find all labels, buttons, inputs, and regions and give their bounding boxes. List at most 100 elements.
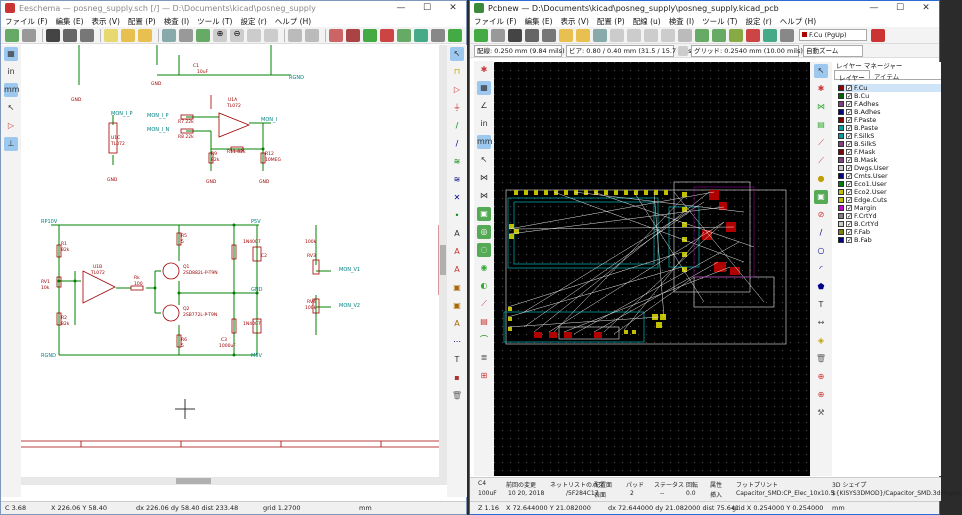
layer-color-swatch[interactable] — [838, 157, 844, 163]
delete-tool-icon[interactable]: 🗑 — [451, 391, 463, 400]
layer-visibility-checkbox[interactable]: ✓ — [846, 141, 853, 148]
via-sketch-icon[interactable]: ◐ — [480, 281, 488, 290]
zoom-dropdown[interactable]: 自動ズーム — [803, 44, 863, 57]
pcb-zoom-in-icon[interactable] — [610, 28, 624, 42]
layer-color-swatch[interactable] — [838, 213, 844, 219]
route-track-icon[interactable]: ⟋ — [818, 138, 824, 147]
layer-visibility-checkbox[interactable]: ✓ — [846, 133, 853, 140]
layer-row[interactable]: ✓B.Mask — [838, 156, 941, 164]
zone-fill-icon[interactable]: ▣ — [477, 207, 491, 221]
inch-units-icon[interactable]: in — [7, 67, 15, 76]
grid-toggle-icon[interactable]: ▦ — [4, 47, 18, 61]
layer-color-swatch[interactable] — [838, 181, 844, 187]
sheet-setup-icon[interactable] — [22, 28, 36, 42]
minimize-button[interactable]: — — [396, 3, 406, 13]
layer-row[interactable]: ✓B.Fab — [838, 236, 941, 244]
add-text-icon[interactable]: T — [454, 355, 460, 364]
pad-sketch-icon[interactable]: ◉ — [480, 263, 488, 272]
redo-icon[interactable] — [138, 28, 152, 42]
add-junction-icon[interactable]: • — [454, 211, 460, 220]
layer-visibility-checkbox[interactable]: ✓ — [846, 149, 853, 156]
pcb-grid-icon[interactable]: ▦ — [477, 81, 491, 95]
pcb-find-icon[interactable] — [593, 28, 607, 42]
layer-row[interactable]: ✓B.Cu — [838, 92, 941, 100]
find-icon[interactable] — [162, 28, 176, 42]
pcb-drc-icon[interactable] — [746, 28, 760, 42]
layer-visibility-checkbox[interactable]: ✓ — [846, 157, 853, 164]
pcbnew-icon[interactable] — [448, 28, 462, 42]
add-wire-icon[interactable]: / — [455, 121, 459, 130]
layer-visibility-checkbox[interactable]: ✓ — [846, 229, 853, 236]
bus-bus-entry-icon[interactable]: ≋ — [453, 175, 461, 184]
hierarchy-icon[interactable] — [288, 28, 302, 42]
microwave-icon[interactable]: ⌒ — [480, 335, 488, 344]
save-icon[interactable] — [46, 28, 60, 42]
layer-row[interactable]: ✓B.SilkS — [838, 140, 941, 148]
layer-color-swatch[interactable] — [838, 85, 844, 91]
zone-hide-icon[interactable]: ◌ — [477, 243, 491, 257]
find-replace-icon[interactable] — [179, 28, 193, 42]
pcb-flip-icon[interactable] — [678, 28, 692, 42]
layer-row[interactable]: ✓F.Paste — [838, 116, 941, 124]
measure-icon[interactable]: ⚒ — [817, 408, 825, 417]
print-icon[interactable] — [63, 28, 77, 42]
layer-select-dropdown[interactable]: F.Cu (PgUp) — [799, 29, 867, 41]
layer-row[interactable]: ✓Edge.Cuts — [838, 196, 941, 204]
pcb-zoom-selection-icon[interactable] — [661, 28, 675, 42]
pcb-menu-place[interactable]: 配置 (P) — [596, 16, 625, 26]
layer-row[interactable]: ✓Eco1.User — [838, 180, 941, 188]
pcb-inch-icon[interactable]: in — [480, 119, 488, 128]
layer-color-swatch[interactable] — [838, 93, 844, 99]
add-circle-icon[interactable]: ○ — [817, 246, 825, 255]
grid-origin-icon[interactable]: ⊕ — [817, 390, 825, 399]
pcb-menu-help[interactable]: ヘルプ (H) — [779, 16, 817, 26]
annotate-icon[interactable] — [363, 28, 377, 42]
pcb-eeschema-icon[interactable] — [763, 28, 777, 42]
tab-layers[interactable]: レイヤー — [834, 70, 870, 82]
pcb-setup-icon[interactable] — [491, 28, 505, 42]
pcb-new-icon[interactable] — [474, 28, 488, 42]
schematic-canvas[interactable]: MON_I_P MON_I_P MON_I_N MON_I MON_V1 MON… — [21, 45, 447, 497]
pcb-menu-tools[interactable]: ツール (T) — [702, 16, 738, 26]
pcb-minimize-button[interactable]: — — [869, 3, 879, 13]
select-tool-icon[interactable]: ↖ — [450, 47, 464, 61]
wire-bus-entry-icon[interactable]: ≋ — [453, 157, 461, 166]
pcb-zoom-fit-icon[interactable] — [644, 28, 658, 42]
symbol-editor-icon[interactable] — [329, 28, 343, 42]
add-keepout-icon[interactable]: ⊘ — [817, 210, 825, 219]
tab-items[interactable]: アイテム — [873, 73, 900, 81]
layer-color-swatch[interactable] — [838, 173, 844, 179]
pcb-menu-preferences[interactable]: 設定 (r) — [745, 16, 772, 26]
pcb-menu-file[interactable]: ファイル (F) — [474, 16, 517, 26]
maximize-button[interactable]: ☐ — [422, 3, 432, 13]
add-dimension-icon[interactable]: ↔ — [817, 318, 825, 327]
add-footprint-icon[interactable]: ▤ — [817, 120, 825, 129]
layer-color-swatch[interactable] — [838, 117, 844, 123]
high-contrast-icon[interactable]: ▤ — [480, 317, 488, 326]
layer-visibility-checkbox[interactable]: ✓ — [846, 197, 853, 204]
layers-manager-icon[interactable]: ≣ — [480, 353, 488, 362]
pcb-save-icon[interactable] — [508, 28, 522, 42]
add-polygon-icon[interactable]: ⬟ — [817, 282, 825, 291]
pcb-menu-view[interactable]: 表示 (V) — [560, 16, 589, 26]
layer-visibility-checkbox[interactable]: ✓ — [846, 117, 853, 124]
via-size-dropdown[interactable]: ビア: 0.80 / 0.40 mm (31.5 / 15.7 mils) * — [566, 44, 699, 57]
add-hier-label-icon[interactable]: A — [454, 265, 460, 274]
add-power-icon[interactable]: ⏚ — [453, 103, 461, 112]
bom-icon[interactable] — [431, 28, 445, 42]
layer-row[interactable]: ✓F.Fab — [838, 228, 941, 236]
mm-units-icon[interactable]: mm — [4, 83, 20, 97]
layer-row[interactable]: ✓Margin — [838, 204, 941, 212]
add-image-icon[interactable]: ▪ — [454, 373, 460, 382]
layer-visibility-checkbox[interactable]: ✓ — [846, 173, 853, 180]
refresh-icon[interactable] — [196, 28, 210, 42]
netlist-icon[interactable] — [397, 28, 411, 42]
layer-visibility-checkbox[interactable]: ✓ — [846, 85, 853, 92]
layer-row[interactable]: ✓F.Mask — [838, 148, 941, 156]
layer-row[interactable]: ✓Eco2.User — [838, 188, 941, 196]
no-connect-icon[interactable]: ✕ — [453, 193, 461, 202]
ratsnest-icon[interactable]: ⋈ — [480, 173, 488, 182]
pcb-print-icon[interactable] — [525, 28, 539, 42]
grid-dropdown[interactable]: グリッド: 0.2540 mm (10.00 mils) — [691, 44, 803, 57]
add-arc-icon[interactable]: ◜ — [819, 264, 823, 273]
